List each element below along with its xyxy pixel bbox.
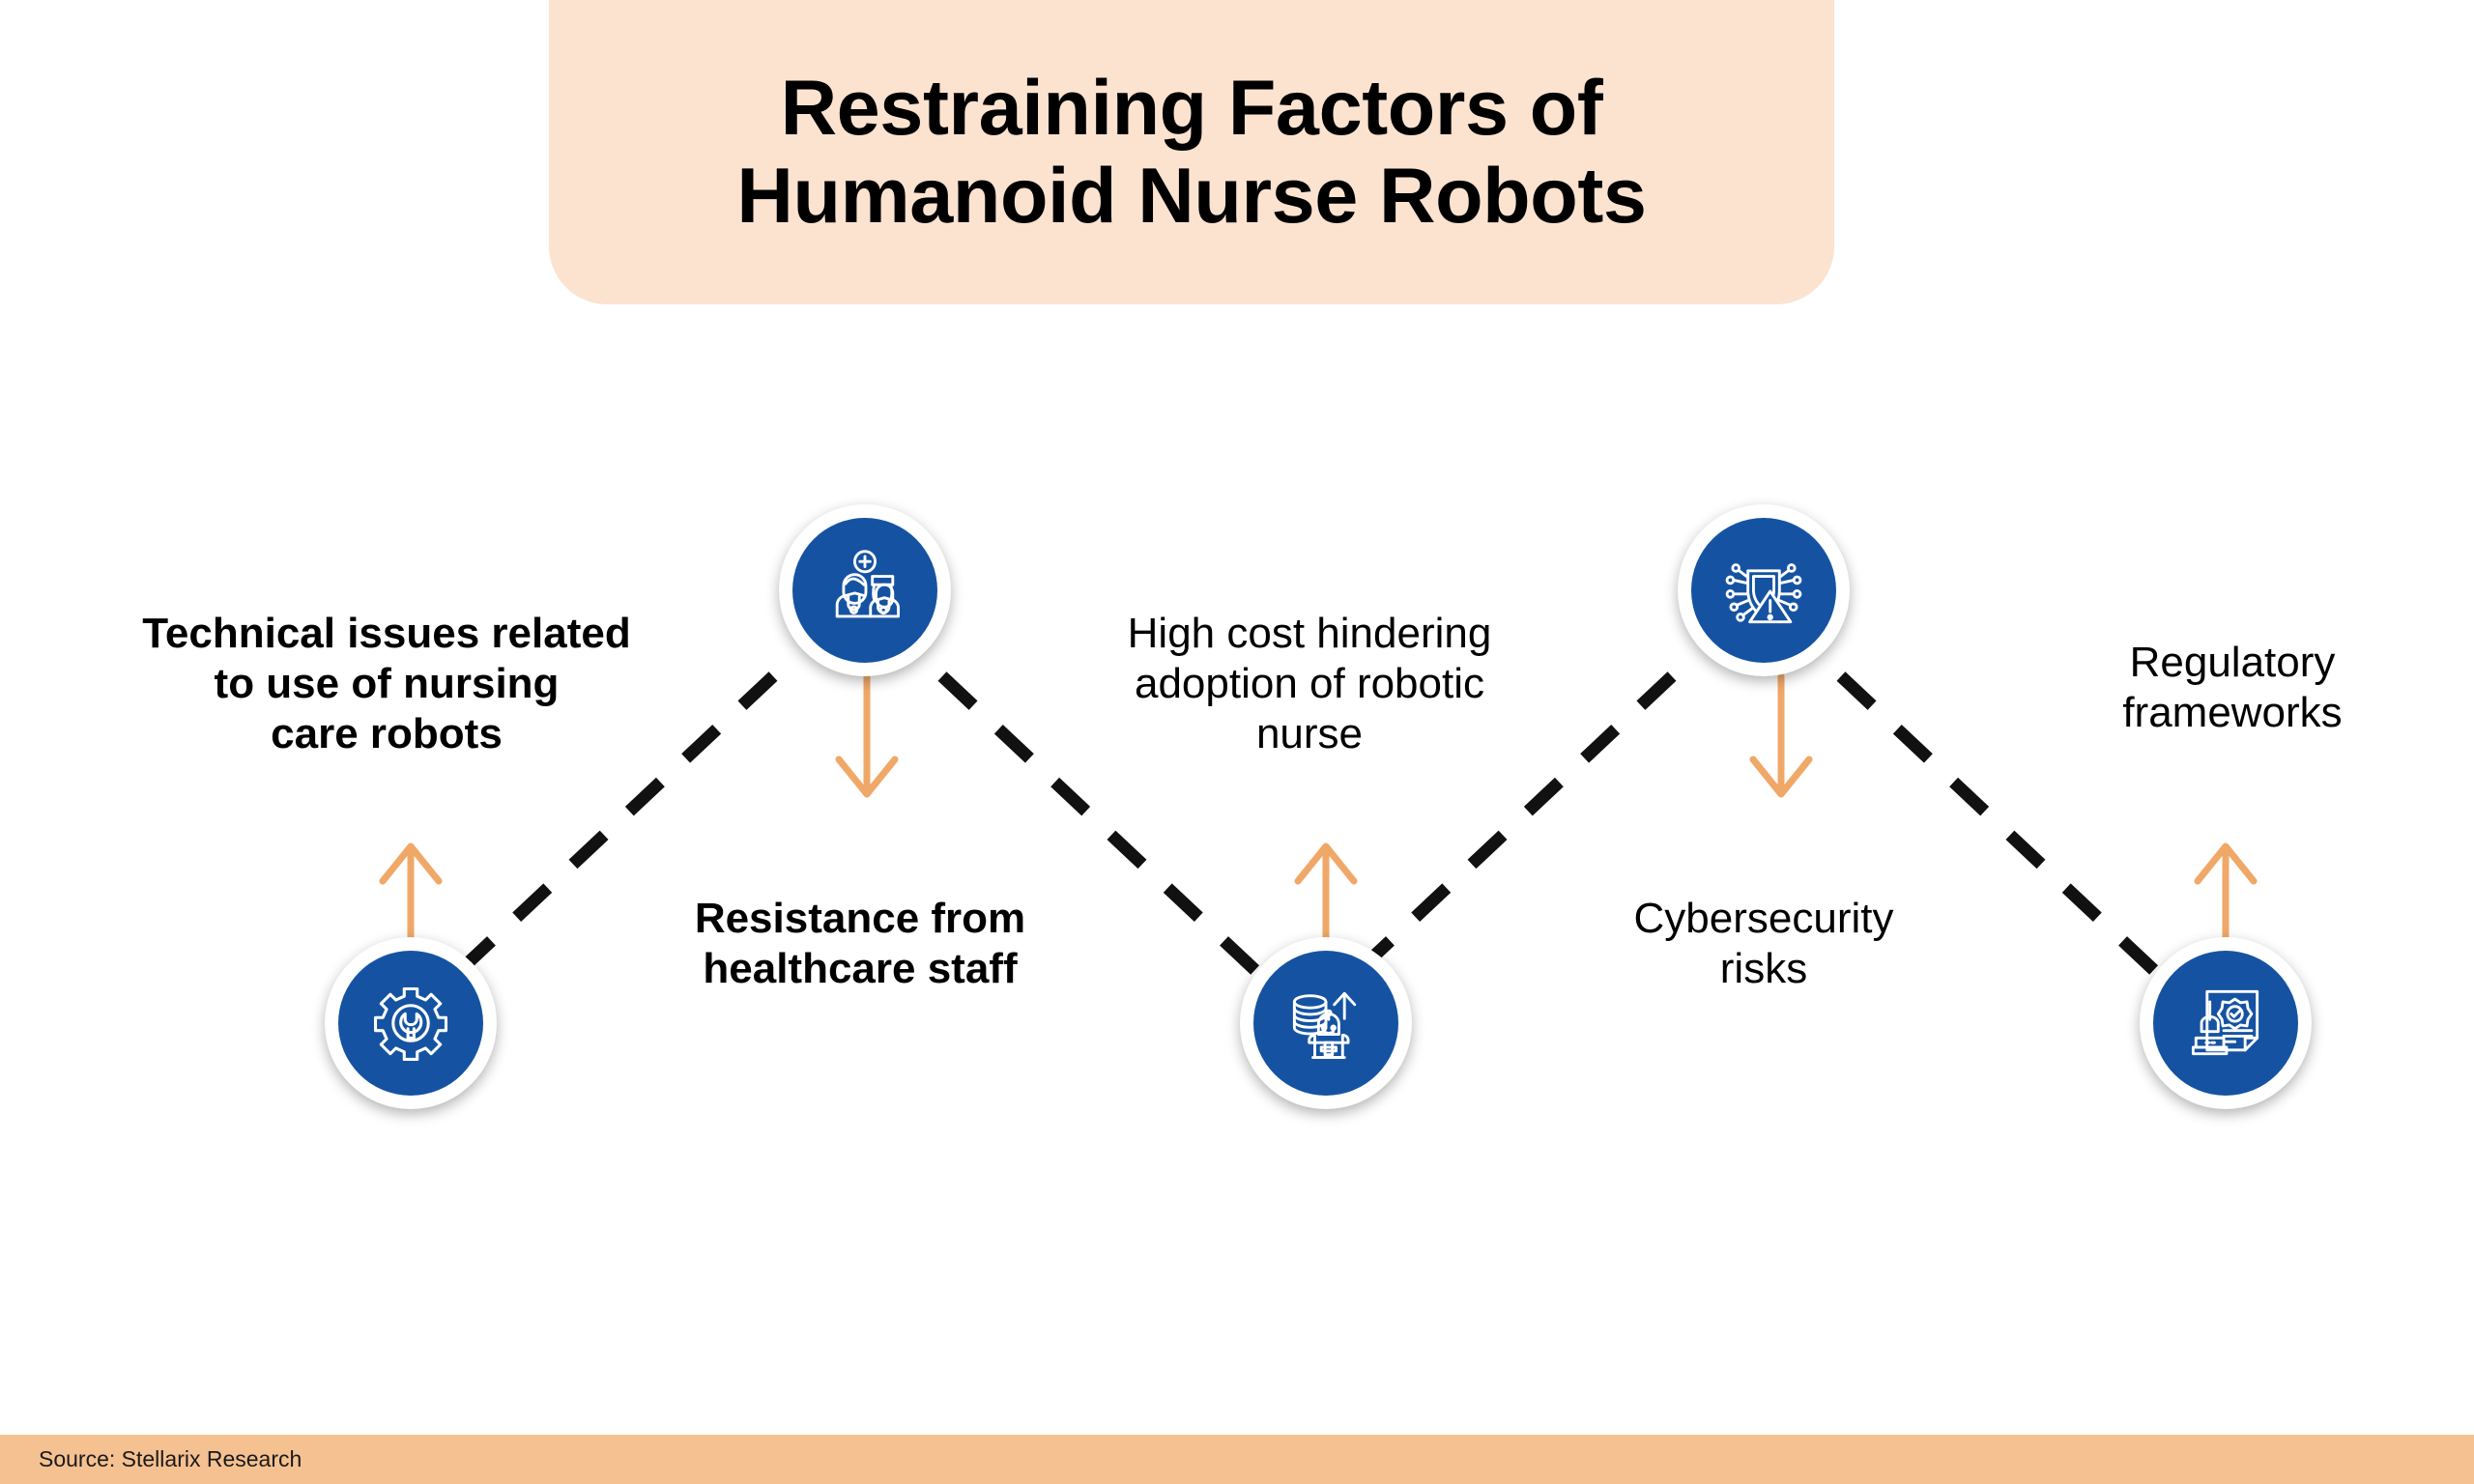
title-line-1: Restraining Factors of: [780, 64, 1603, 152]
label-line: Regulatory: [2129, 639, 2336, 686]
node-disc: [1691, 518, 1836, 663]
node-high-cost[interactable]: [1240, 937, 1412, 1109]
stamped-certificate-icon: [2191, 989, 2259, 1056]
node-disc: [338, 951, 483, 1096]
label-line: to use of nursing: [214, 659, 560, 707]
label-line: care robots: [271, 709, 503, 757]
title-line-2: Humanoid Nurse Robots: [736, 152, 1647, 240]
node-disc: [2153, 951, 2298, 1096]
label-line: nurse: [1255, 709, 1364, 757]
label-high-cost: High cost hindering adoption of robotic …: [1068, 609, 1551, 759]
label-line: healthcare staff: [703, 944, 1018, 992]
arrow-down-cybersecurity: [1749, 672, 1813, 798]
node-regulatory-frameworks[interactable]: [2140, 937, 2312, 1109]
label-cybersecurity-risks: Cybersecurity risks: [1561, 894, 1967, 994]
title-card: Restraining Factors of Humanoid Nurse Ro…: [549, 0, 1834, 304]
rising-cost-robot-nurse-icon: [1292, 991, 1357, 1059]
label-technical-issues: Technical issues related to use of nursi…: [97, 609, 676, 759]
node-technical-issues[interactable]: [325, 937, 497, 1109]
node-disc: [1253, 951, 1398, 1096]
label-regulatory-frameworks: Regulatory frameworks: [2058, 638, 2406, 738]
healthcare-staff-icon: [835, 550, 900, 618]
label-line: frameworks: [2122, 688, 2343, 736]
label-line: adoption of robotic: [1134, 659, 1485, 707]
label-line: Technical issues related: [142, 610, 631, 657]
orange-arrows: [379, 672, 2258, 970]
label-resistance-staff: Resistance from healthcare staff: [638, 894, 1082, 994]
label-line: Resistance from: [694, 895, 1026, 942]
label-line: Cybersecurity: [1633, 895, 1894, 942]
node-resistance-staff[interactable]: [779, 504, 951, 676]
cyber-shield-warning-icon: [1725, 563, 1802, 624]
footer-band: Source: Stellarix Research: [0, 1435, 2474, 1484]
arrow-down-resistance: [835, 672, 899, 798]
node-disc: [792, 518, 937, 663]
source-text: Source: Stellarix Research: [39, 1446, 302, 1471]
node-cybersecurity-risks[interactable]: [1678, 504, 1850, 676]
label-line: risks: [1719, 944, 1808, 992]
label-line: High cost hindering: [1127, 610, 1492, 657]
gear-wrench-icon: [373, 986, 448, 1061]
page-title: Restraining Factors of Humanoid Nurse Ro…: [736, 64, 1647, 240]
